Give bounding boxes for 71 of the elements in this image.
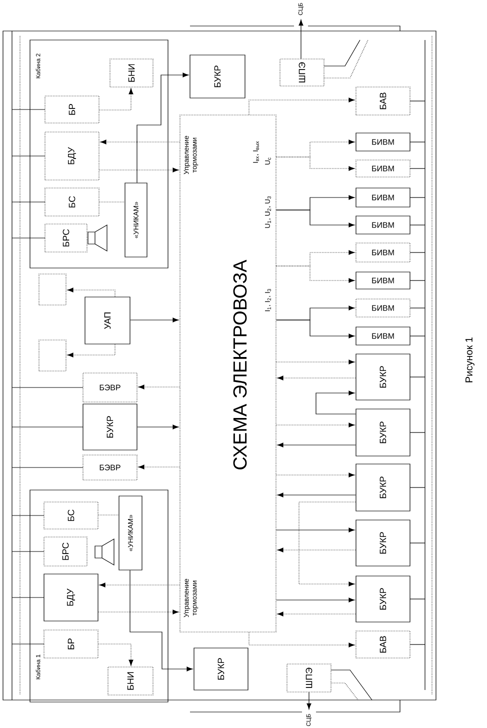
arrow <box>306 692 312 710</box>
unit-box: БАВ <box>356 86 410 116</box>
unit-box: БИВМ <box>356 272 410 290</box>
unit-box: БИВМ <box>356 242 410 262</box>
unit-box: БРС <box>44 536 88 566</box>
unit-box: БУКР <box>356 354 410 400</box>
unit-box: БИВМ <box>356 326 410 346</box>
unit-box: БУКР <box>356 408 410 456</box>
arrow <box>276 360 355 364</box>
arrow <box>276 472 355 478</box>
arrow <box>298 20 304 59</box>
arrow <box>248 98 355 115</box>
arrow <box>98 644 134 666</box>
arrow <box>277 548 356 552</box>
arrow <box>67 344 116 358</box>
arrow <box>98 610 179 614</box>
arrow <box>99 582 180 588</box>
unit-box: БИВМ <box>356 160 410 178</box>
arrow <box>138 464 180 470</box>
unit-box: БИВМ <box>356 298 410 318</box>
unit-box: БНИ <box>110 58 154 88</box>
unit-box: БДУ <box>44 574 98 622</box>
arrow <box>277 376 356 380</box>
unit-box: БАВ <box>356 630 410 658</box>
unit-box: БС <box>44 188 100 216</box>
unit-box <box>38 340 66 372</box>
unit-box: БИВМ <box>356 132 410 152</box>
unit-box: БУКР <box>190 54 246 98</box>
unit-box <box>38 274 66 306</box>
arrow <box>99 168 179 172</box>
unit-box: БУКР <box>356 576 410 622</box>
unit-box: БР <box>44 630 98 658</box>
unit-box: ШПЭ <box>286 664 332 692</box>
caption: Рисунок 1 <box>466 337 474 382</box>
unit-box: БС <box>44 502 98 530</box>
arrow <box>276 266 355 283</box>
arrow <box>276 320 355 338</box>
unit-box: БУКР <box>194 648 248 690</box>
arrow <box>276 528 355 532</box>
arrow <box>276 422 355 428</box>
unit-box: УАП <box>84 296 130 344</box>
arrow <box>130 318 179 322</box>
arrow <box>276 156 355 171</box>
unit-box: БУКР <box>356 520 410 566</box>
connector-line <box>98 514 119 516</box>
arrow <box>67 288 116 297</box>
arrow <box>248 632 355 648</box>
unit-box: БДУ <box>44 132 100 180</box>
arrow <box>298 502 356 586</box>
arrow <box>276 210 355 228</box>
unit-box: БРС <box>44 224 88 252</box>
arrow <box>130 570 193 672</box>
arrow <box>277 492 356 498</box>
arrow <box>99 88 134 110</box>
unit-box: БУКР <box>82 404 138 450</box>
unit-box: БР <box>44 96 100 124</box>
unit-box: БУКР <box>356 464 410 512</box>
unit-box: БИВМ <box>356 188 410 208</box>
unit-box: БНИ <box>108 666 154 696</box>
arrow <box>138 384 180 390</box>
unit-box: ШПЭ <box>280 58 324 86</box>
arrow <box>137 424 179 430</box>
arrow <box>276 598 355 602</box>
arrow <box>136 72 189 184</box>
arrow <box>100 140 180 144</box>
unit-box: БЭВР <box>82 454 138 480</box>
arrow <box>277 442 356 448</box>
unit-box: БИВМ <box>356 216 410 234</box>
unit-box: БЭВР <box>82 372 138 402</box>
arrow <box>316 390 356 414</box>
arrow <box>277 612 356 616</box>
